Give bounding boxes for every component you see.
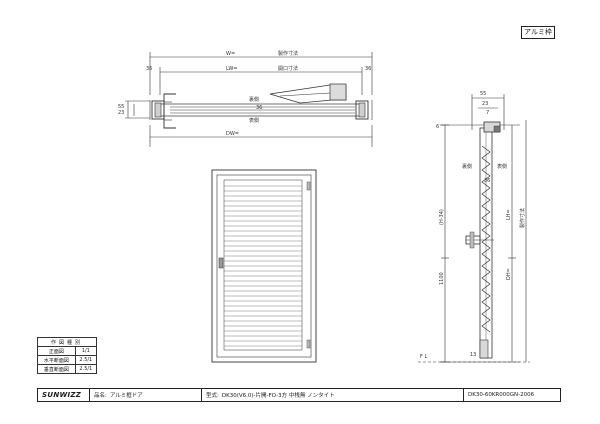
section-dim-b: 23 <box>482 101 488 107</box>
model-cell: 型式: DK30(V6.0)-片開-FO-3方 中桟無 ノンタイト <box>202 389 464 401</box>
section-edge-top: 6 <box>436 124 439 130</box>
frame-type-badge: アルミ枠 <box>521 26 555 39</box>
plan-edge-left: 36 <box>146 66 152 72</box>
section-view <box>418 94 530 363</box>
plan-dim-lw-right: 開口寸法 <box>278 65 298 72</box>
scale-table: 作図種別 正面図 1/1 水平断面図 2.5/1 垂直断面図 2.5/1 <box>37 337 98 374</box>
drawing-number: DK30-60KR000GN-2006 <box>468 392 535 398</box>
section-right-top: LH= <box>506 209 512 220</box>
scale-row-name: 正面図 <box>37 346 76 356</box>
plan-depth-a: 55 <box>118 104 124 110</box>
plan-edge-right: 36 <box>365 66 371 72</box>
section-right-mid: 製作寸法 <box>519 208 526 228</box>
plan-depth-b: 23 <box>118 110 124 116</box>
section-back-label: 裏側 <box>462 163 472 170</box>
plan-dim-w-right: 製作寸法 <box>278 50 298 57</box>
section-left-bot: 1100 <box>439 272 445 285</box>
scale-row-value: 2.5/1 <box>74 364 98 374</box>
scale-row-name: 垂直断面図 <box>37 364 76 374</box>
scale-row-name: 水平断面図 <box>37 355 76 365</box>
product-value: アルミ框ドア <box>109 393 143 399</box>
section-right-bot: DH= <box>506 268 512 280</box>
plan-view <box>125 52 373 147</box>
product-label: 品名: <box>94 393 107 399</box>
plan-front-label: 表側 <box>249 117 259 124</box>
plan-dim-w: W= <box>226 51 235 57</box>
section-labels: 55 23 7 裏側 表側 36 6 13 F L (H-34) 1100 LH… <box>420 91 526 360</box>
section-left-top: (H-34) <box>439 209 445 225</box>
scale-row-value: 2.5/1 <box>74 355 98 365</box>
table-row: 水平断面図 2.5/1 <box>37 355 98 365</box>
section-fl-label: F L <box>420 354 427 360</box>
section-front-label: 表側 <box>497 163 507 170</box>
section-edge-bot: 13 <box>470 352 476 358</box>
product-name-cell: 品名: アルミ框ドア <box>90 389 202 401</box>
title-block: SUNWIZZ 品名: アルミ框ドア 型式: DK30(V6.0)-片開-FO-… <box>37 388 561 402</box>
model-value: DK30(V6.0)-片開-FO-3方 中桟無 ノンタイト <box>221 393 335 399</box>
table-row: 正面図 1/1 <box>37 346 98 356</box>
model-label: 型式: <box>206 393 219 399</box>
scale-table-header: 作図種別 <box>37 337 97 347</box>
table-row: 垂直断面図 2.5/1 <box>37 364 98 374</box>
scale-row-value: 1/1 <box>74 346 98 356</box>
plan-dim-dw: DW= <box>226 131 239 137</box>
plan-dim-lw: LW= <box>226 66 237 72</box>
section-dim-a: 55 <box>480 91 486 97</box>
section-mid-dim: 36 <box>484 178 490 184</box>
plan-mid-dim: 36 <box>256 105 262 111</box>
company-logo: SUNWIZZ <box>38 389 90 401</box>
section-dim-c: 7 <box>486 110 489 116</box>
plan-back-label: 裏側 <box>249 96 259 103</box>
plan-labels: W= 製作寸法 LW= 開口寸法 DW= 36 36 55 23 裏側 表側 3… <box>118 50 371 137</box>
front-view <box>211 169 317 363</box>
